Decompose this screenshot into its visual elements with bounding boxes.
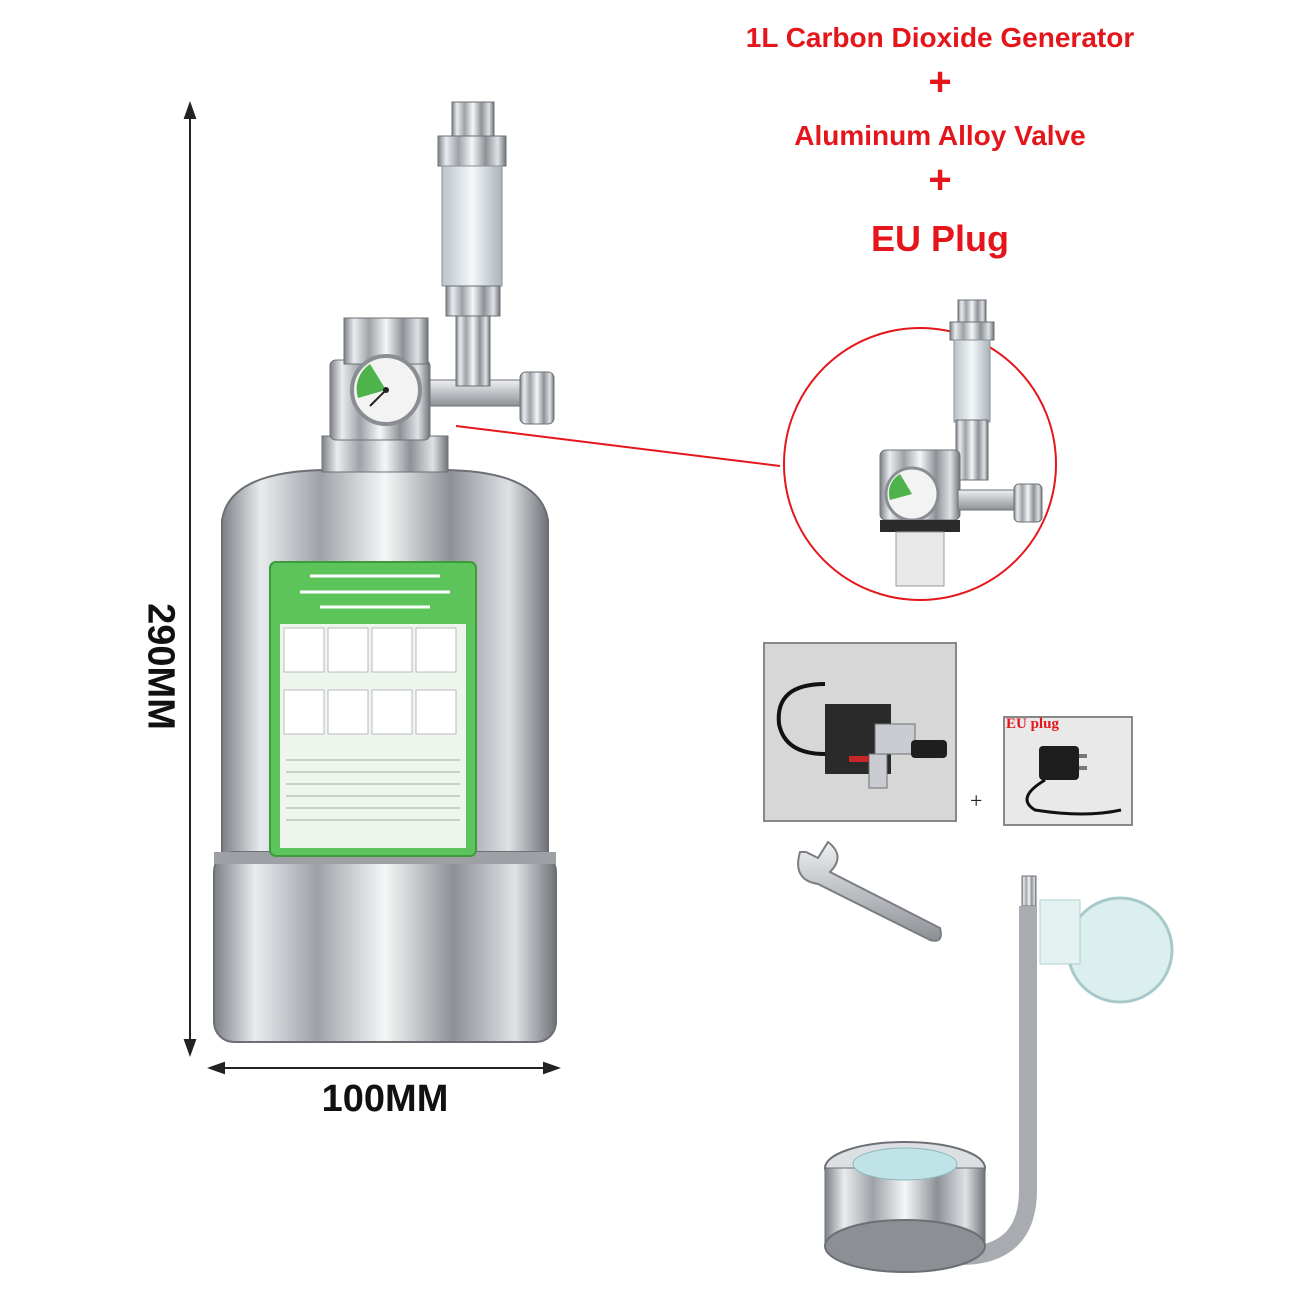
heading-line-valve: Aluminum Alloy Valve (794, 120, 1086, 151)
power-adapter-illustration (1025, 746, 1122, 816)
eu-plug-tag: EU plug (1006, 716, 1059, 732)
solenoid-valve-photo (763, 642, 957, 822)
accessory-plus-sign: + (970, 788, 983, 813)
height-dimension-arrow (183, 101, 197, 1057)
valve-zoom-callout (783, 299, 1057, 601)
bubble-counter (437, 101, 507, 387)
co2-generator-bottle (213, 469, 557, 1043)
callout-connector-line (455, 425, 781, 467)
heading-line-plug: EU Plug (870, 218, 1009, 259)
width-dimension-label: 100MM (321, 1078, 449, 1120)
wrench (797, 840, 942, 942)
solenoid-valve-illustration (776, 682, 947, 789)
eu-plug-adapter-photo (1003, 716, 1133, 826)
regulator-head (321, 317, 555, 473)
width-dimension-arrow (207, 1061, 561, 1075)
co2-diffuser (824, 875, 1174, 1273)
heading-plus-1: + (928, 60, 952, 104)
height-dimension-label: 290MM (139, 603, 182, 730)
heading-line-generator: 1L Carbon Dioxide Generator (745, 22, 1135, 53)
heading-plus-2: + (928, 158, 952, 202)
